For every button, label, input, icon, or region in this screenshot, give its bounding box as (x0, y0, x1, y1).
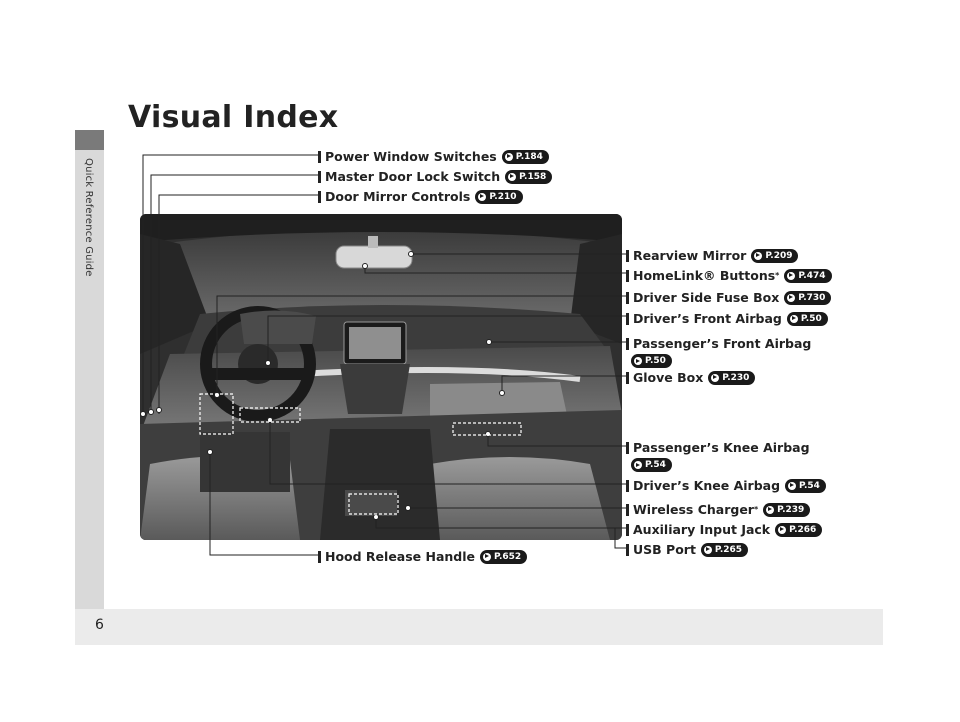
callout-bar (318, 150, 321, 163)
callout-power-window-switches[interactable]: Power Window Switches P.184 (318, 149, 549, 164)
callout-homelink-buttons[interactable]: HomeLink® Buttons* P.474 (626, 268, 832, 283)
page-ref-badge[interactable]: P.184 (501, 149, 549, 164)
page-ref-badge[interactable]: P.50 (786, 311, 828, 326)
page-ref-badge[interactable]: P.265 (700, 542, 749, 557)
callout-auxiliary-input-jack[interactable]: Auxiliary Input Jack P.266 (626, 522, 823, 537)
sidebar-active-marker (75, 130, 104, 150)
arrow-right-icon (789, 314, 798, 323)
arrow-right-icon (788, 481, 797, 490)
callout-bar (626, 523, 629, 536)
callout-bar (626, 503, 629, 516)
arrow-right-icon (711, 373, 720, 382)
page-ref-badge[interactable]: P.54 (785, 478, 826, 493)
callout-bar (626, 312, 629, 325)
arrow-right-icon (754, 251, 763, 260)
page-ref-badge[interactable]: P.209 (751, 248, 799, 263)
callout-bar (318, 190, 321, 203)
page-ref-badge[interactable]: P.54 (631, 458, 672, 472)
callout-bar (626, 269, 629, 282)
callout-drivers-front-airbag[interactable]: Driver’s Front Airbag P.50 (626, 311, 828, 326)
arrow-right-icon (778, 525, 787, 534)
arrow-right-icon (504, 152, 513, 161)
arrow-right-icon (634, 461, 642, 469)
callout-drivers-knee-airbag[interactable]: Driver’s Knee Airbag P.54 (626, 478, 826, 493)
page-ref-badge[interactable]: P.210 (475, 189, 523, 204)
callout-driver-side-fuse-box[interactable]: Driver Side Fuse Box P.730 (626, 290, 832, 305)
callout-bar (626, 291, 629, 304)
arrow-right-icon (787, 293, 796, 302)
page-ref-badge[interactable]: P.474 (784, 268, 832, 283)
callout-passengers-knee-airbag[interactable]: Passenger’s Knee Airbag P.54 (626, 440, 810, 472)
callout-rearview-mirror[interactable]: Rearview Mirror P.209 (626, 248, 799, 263)
page-ref-badge[interactable]: P.652 (480, 549, 528, 564)
callout-usb-port[interactable]: USB Port P.265 (626, 542, 749, 557)
arrow-right-icon (508, 172, 517, 181)
callout-bar (626, 249, 629, 262)
page-ref-badge[interactable]: P.730 (784, 290, 832, 305)
arrow-right-icon (483, 552, 492, 561)
callout-bar (318, 170, 321, 183)
callout-passengers-front-airbag[interactable]: Passenger’s Front Airbag P.50 (626, 336, 811, 368)
arrow-right-icon (478, 192, 487, 201)
page-title: Visual Index (128, 100, 339, 135)
page-ref-badge[interactable]: P.239 (763, 502, 811, 517)
arrow-right-icon (634, 357, 642, 365)
callout-bar (626, 371, 629, 384)
callout-hood-release-handle[interactable]: Hood Release Handle P.652 (318, 549, 528, 564)
sidebar-tab-strip (75, 130, 104, 610)
arrow-right-icon (787, 271, 796, 280)
page-ref-badge[interactable]: P.50 (631, 354, 672, 368)
callout-door-mirror-controls[interactable]: Door Mirror Controls P.210 (318, 189, 523, 204)
arrow-right-icon (766, 505, 775, 514)
callout-wireless-charger[interactable]: Wireless Charger* P.239 (626, 502, 811, 517)
page-ref-badge[interactable]: P.230 (708, 370, 756, 385)
callout-glove-box[interactable]: Glove Box P.230 (626, 370, 756, 385)
page-number: 6 (95, 617, 104, 633)
footer-band (75, 609, 883, 645)
callout-master-door-lock-switch[interactable]: Master Door Lock Switch P.158 (318, 169, 553, 184)
page-ref-badge[interactable]: P.266 (775, 522, 823, 537)
callout-bar (626, 543, 629, 556)
arrow-right-icon (703, 545, 712, 554)
page-ref-badge[interactable]: P.158 (505, 169, 553, 184)
callout-bar (626, 479, 629, 492)
sidebar-section-label: Quick Reference Guide (83, 158, 94, 277)
callout-bar (318, 550, 321, 563)
